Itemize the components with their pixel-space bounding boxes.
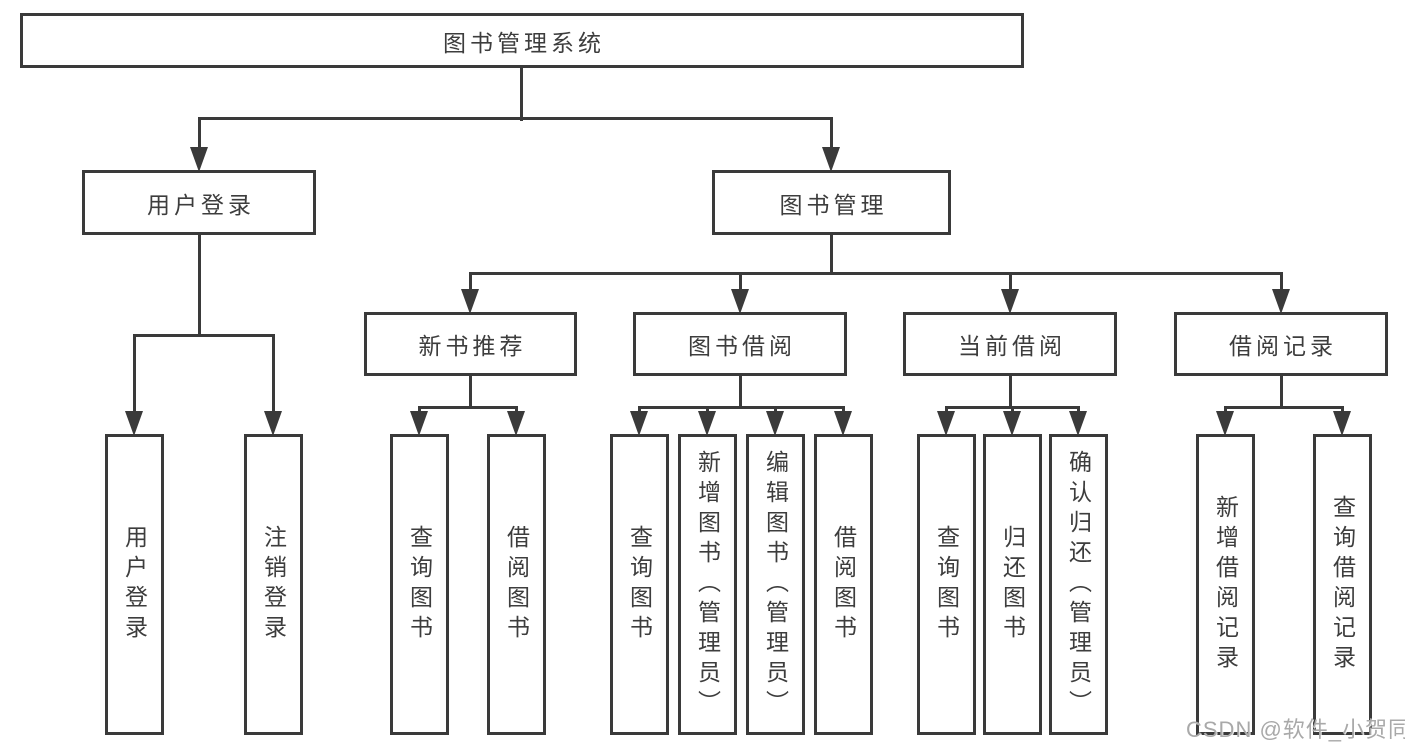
node-borrow-records: 借阅记录 <box>1174 312 1388 376</box>
node-new-book-recommend: 新书推荐 <box>364 312 577 376</box>
node-book-management: 图书管理 <box>712 170 951 235</box>
arrow-down-icon <box>125 411 143 436</box>
connector-arrow-shaft <box>638 407 641 411</box>
leaf-query-borrow-record: 查询借阅记录 <box>1313 434 1372 735</box>
connector-arrow-shaft <box>418 407 421 411</box>
arrow-down-icon <box>1333 411 1351 436</box>
connector-arrow-shaft <box>469 273 472 289</box>
arrow-down-icon <box>507 411 525 436</box>
connector-arrow-shaft <box>842 407 845 411</box>
connector-arrow-shaft <box>272 335 275 411</box>
connector-line <box>1009 376 1012 407</box>
leaf-user-login: 用户登录 <box>105 434 164 735</box>
leaf-logout: 注销登录 <box>244 434 303 735</box>
node-label: 借阅图书 <box>503 524 530 645</box>
node-label: 注销登录 <box>260 524 287 645</box>
node-label: 用户登录 <box>147 191 255 218</box>
node-label: 查询图书 <box>406 524 433 645</box>
connector-line <box>739 376 742 407</box>
connector-arrow-shaft <box>133 335 136 411</box>
arrow-down-icon <box>834 411 852 436</box>
node-current-borrow: 当前借阅 <box>903 312 1117 376</box>
node-user-login: 用户登录 <box>82 170 316 235</box>
node-root-library-system: 图书管理系统 <box>20 13 1024 68</box>
connector-arrow-shaft <box>945 407 948 411</box>
connector-arrow-shaft <box>1009 273 1012 289</box>
connector-line <box>1224 406 1344 409</box>
arrow-down-icon <box>264 411 282 436</box>
node-label: 新增借阅记录 <box>1212 494 1239 675</box>
connector-line <box>469 376 472 407</box>
arrow-down-icon <box>1272 289 1290 314</box>
connector-line <box>133 334 275 337</box>
arrow-down-icon <box>698 411 716 436</box>
arrow-down-icon <box>937 411 955 436</box>
connector-arrow-shaft <box>830 118 833 147</box>
arrow-down-icon <box>190 147 208 172</box>
leaf-return-books: 归还图书 <box>983 434 1042 735</box>
node-label: 确认归还（管理员） <box>1065 449 1092 720</box>
connector-line <box>638 406 845 409</box>
connector-arrow-shaft <box>198 118 201 147</box>
leaf-add-borrow-record: 新增借阅记录 <box>1196 434 1255 735</box>
connector-arrow-shaft <box>1224 407 1227 411</box>
leaf-query-books-3: 查询图书 <box>917 434 976 735</box>
node-label: 用户登录 <box>121 524 148 645</box>
node-label: 编辑图书（管理员） <box>762 449 789 720</box>
connector-arrow-shaft <box>774 407 777 411</box>
leaf-add-books-admin: 新增图书（管理员） <box>678 434 737 735</box>
connector-arrow-shaft <box>1280 273 1283 289</box>
connector-line <box>198 117 833 120</box>
node-label: 查询图书 <box>933 524 960 645</box>
node-label: 新增图书（管理员） <box>694 449 721 720</box>
arrow-down-icon <box>1003 411 1021 436</box>
node-label: 当前借阅 <box>958 333 1066 359</box>
connector-line <box>198 235 201 335</box>
arrow-down-icon <box>731 289 749 314</box>
node-label: 新书推荐 <box>418 333 527 359</box>
leaf-confirm-return-admin: 确认归还（管理员） <box>1049 434 1108 735</box>
node-label: 借阅图书 <box>830 524 857 645</box>
node-label: 归还图书 <box>999 524 1026 645</box>
node-label: 查询借阅记录 <box>1329 494 1356 675</box>
leaf-borrow-books-1: 借阅图书 <box>487 434 546 735</box>
arrow-down-icon <box>410 411 428 436</box>
node-label: 查询图书 <box>626 524 653 645</box>
leaf-edit-books-admin: 编辑图书（管理员） <box>746 434 805 735</box>
connector-line <box>418 406 518 409</box>
connector-arrow-shaft <box>706 407 709 411</box>
connector-arrow-shaft <box>739 273 742 289</box>
arrow-down-icon <box>766 411 784 436</box>
node-label: 图书管理 <box>779 191 888 218</box>
arrow-down-icon <box>630 411 648 436</box>
watermark: CSDN @软件_小贺同学 <box>1186 717 1405 742</box>
connector-arrow-shaft <box>515 407 518 411</box>
arrow-down-icon <box>1001 289 1019 314</box>
node-label: 图书管理系统 <box>443 29 605 56</box>
arrow-down-icon <box>461 289 479 314</box>
connector-line <box>1280 376 1283 407</box>
leaf-borrow-books-2: 借阅图书 <box>814 434 873 735</box>
connector-arrow-shaft <box>1077 407 1080 411</box>
connector-arrow-shaft <box>1341 407 1344 411</box>
connector-arrow-shaft <box>1011 407 1014 411</box>
connector-line <box>830 235 833 273</box>
node-book-borrow: 图书借阅 <box>633 312 847 376</box>
leaf-query-books-1: 查询图书 <box>390 434 449 735</box>
arrow-down-icon <box>1216 411 1234 436</box>
leaf-query-books-2: 查询图书 <box>610 434 669 735</box>
connector-line <box>469 272 1283 275</box>
arrow-down-icon <box>822 147 840 172</box>
arrow-down-icon <box>1069 411 1087 436</box>
node-label: 图书借阅 <box>688 333 796 359</box>
connector-line <box>520 68 523 121</box>
node-label: 借阅记录 <box>1229 333 1337 359</box>
